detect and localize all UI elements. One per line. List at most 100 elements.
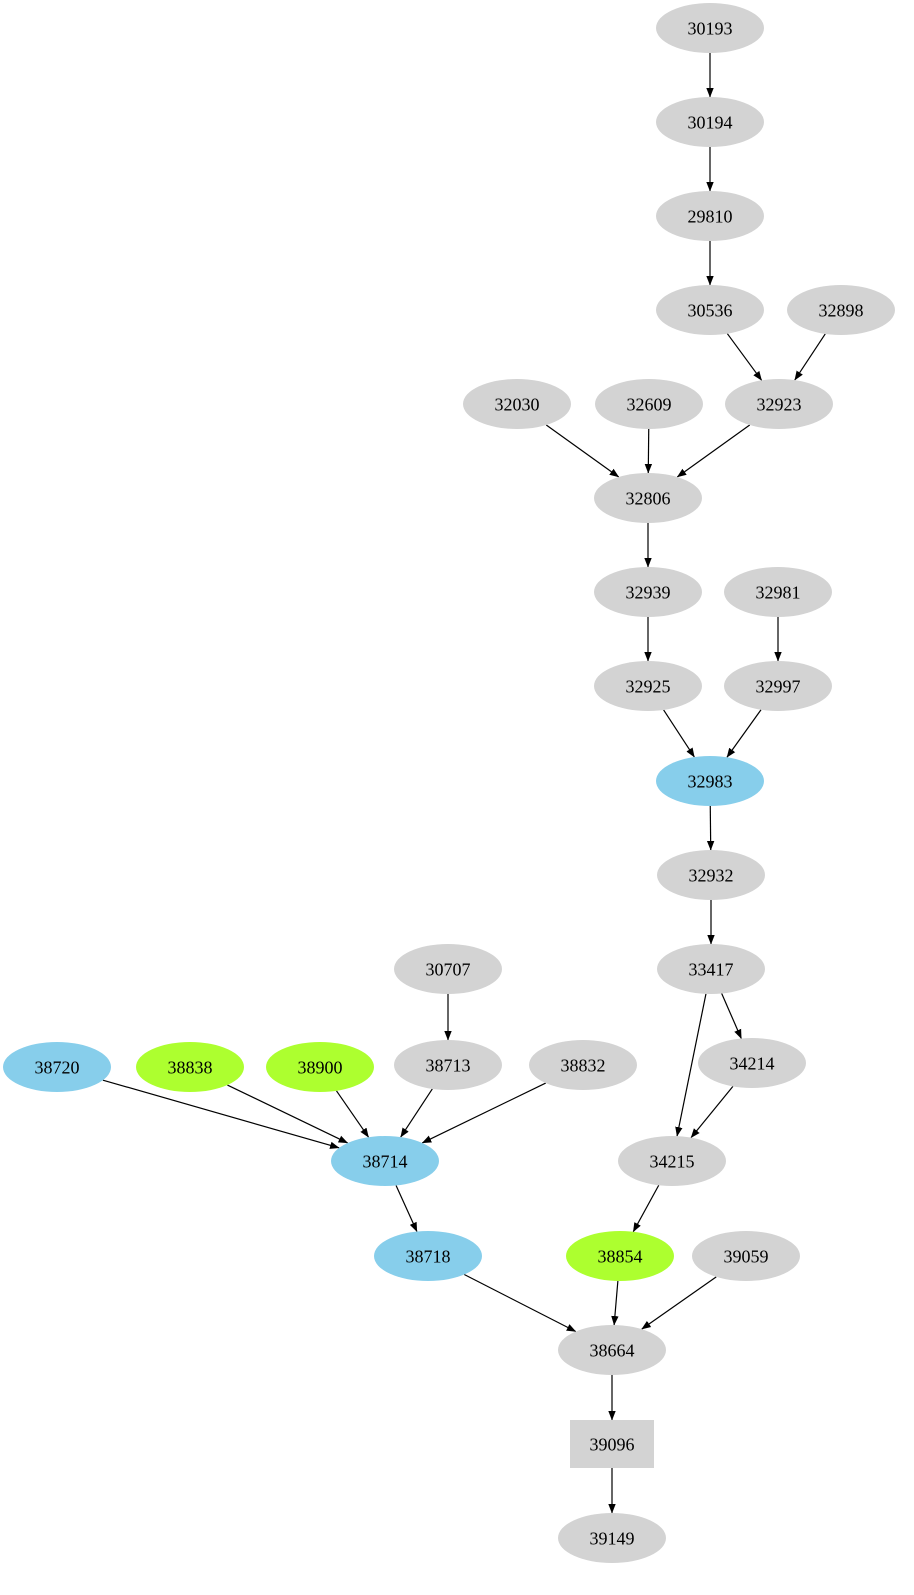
node-ellipse-38718 (374, 1231, 482, 1281)
node-label-38854: 38854 (598, 1246, 643, 1266)
node-32609: 32609 (595, 379, 703, 429)
node-ellipse-38714 (331, 1136, 439, 1186)
node-ellipse-38854 (566, 1231, 674, 1281)
node-33417: 33417 (657, 944, 765, 994)
edge-32925-32983 (663, 709, 695, 758)
node-label-38664: 38664 (590, 1340, 635, 1360)
node-32806: 32806 (594, 473, 702, 523)
node-38664: 38664 (558, 1325, 666, 1375)
node-label-38713: 38713 (426, 1055, 471, 1075)
node-38900: 38900 (266, 1042, 374, 1092)
edge-38854-38664 (611, 1280, 619, 1326)
node-39149: 39149 (558, 1513, 666, 1563)
edge-39059-38664 (641, 1276, 717, 1330)
node-ellipse-38664 (558, 1325, 666, 1375)
edge-38900-38714 (335, 1090, 370, 1138)
node-ellipse-34214 (698, 1038, 806, 1088)
node-label-32898: 32898 (819, 300, 864, 320)
node-30193: 30193 (656, 3, 764, 53)
node-label-32939: 32939 (626, 582, 671, 602)
node-box-39096 (570, 1420, 654, 1468)
node-32997: 32997 (724, 661, 832, 711)
node-label-32806: 32806 (626, 488, 671, 508)
node-ellipse-32925 (594, 661, 702, 711)
node-34215: 34215 (618, 1136, 726, 1186)
node-ellipse-39149 (558, 1513, 666, 1563)
node-ellipse-38900 (266, 1042, 374, 1092)
node-ellipse-38720 (3, 1042, 111, 1092)
edge-30536-32923 (726, 333, 763, 381)
node-ellipse-39059 (692, 1231, 800, 1281)
node-label-29810: 29810 (688, 206, 733, 226)
node-label-32925: 32925 (626, 676, 671, 696)
node-label-38718: 38718 (406, 1246, 451, 1266)
node-32981: 32981 (724, 567, 832, 617)
edge-38838-38714 (227, 1084, 349, 1144)
node-label-30707: 30707 (426, 959, 471, 979)
node-38854: 38854 (566, 1231, 674, 1281)
edge-38714-38718 (395, 1185, 418, 1232)
node-ellipse-32983 (656, 756, 764, 806)
node-ellipse-30193 (656, 3, 764, 53)
node-38713: 38713 (394, 1040, 502, 1090)
edge-32923-32806 (676, 424, 751, 478)
node-label-39149: 39149 (590, 1528, 635, 1548)
node-32983: 32983 (656, 756, 764, 806)
node-label-32609: 32609 (627, 394, 672, 414)
node-label-32983: 32983 (688, 771, 733, 791)
node-ellipse-32030 (463, 379, 571, 429)
node-label-32981: 32981 (756, 582, 801, 602)
node-ellipse-38838 (136, 1042, 244, 1092)
node-39096: 39096 (570, 1420, 654, 1468)
node-label-32997: 32997 (756, 676, 801, 696)
node-label-30193: 30193 (688, 18, 733, 38)
node-label-38714: 38714 (363, 1151, 408, 1171)
node-ellipse-32997 (724, 661, 832, 711)
node-label-39059: 39059 (724, 1246, 769, 1266)
node-ellipse-33417 (657, 944, 765, 994)
edge-34214-34215 (690, 1086, 734, 1139)
node-label-34214: 34214 (730, 1053, 775, 1073)
node-32898: 32898 (787, 285, 895, 335)
edge-33417-34214 (721, 993, 742, 1039)
node-30707: 30707 (394, 944, 502, 994)
node-32925: 32925 (594, 661, 702, 711)
node-39059: 39059 (692, 1231, 800, 1281)
node-label-38832: 38832 (561, 1055, 606, 1075)
edge-38832-38714 (421, 1082, 546, 1144)
node-label-30536: 30536 (688, 300, 733, 320)
node-label-32030: 32030 (495, 394, 540, 414)
node-32939: 32939 (594, 567, 702, 617)
node-ellipse-34215 (618, 1136, 726, 1186)
node-label-38900: 38900 (298, 1057, 343, 1077)
node-ellipse-38713 (394, 1040, 502, 1090)
node-label-38838: 38838 (168, 1057, 213, 1077)
edge-38720-38714 (102, 1079, 340, 1149)
node-ellipse-38832 (529, 1040, 637, 1090)
edge-32898-32923 (794, 333, 826, 381)
edge-32997-32983 (726, 709, 762, 758)
node-38838: 38838 (136, 1042, 244, 1092)
node-ellipse-32609 (595, 379, 703, 429)
edge-38718-38664 (463, 1273, 577, 1333)
node-29810: 29810 (656, 191, 764, 241)
node-ellipse-32981 (724, 567, 832, 617)
edge-33417-34215 (675, 993, 707, 1137)
graph-edges (102, 53, 826, 1514)
node-label-39096: 39096 (590, 1434, 635, 1454)
node-ellipse-30707 (394, 944, 502, 994)
node-ellipse-30194 (656, 97, 764, 147)
node-38718: 38718 (374, 1231, 482, 1281)
node-38714: 38714 (331, 1136, 439, 1186)
node-label-38720: 38720 (35, 1057, 80, 1077)
node-34214: 34214 (698, 1038, 806, 1088)
node-ellipse-32898 (787, 285, 895, 335)
edge-32030-32806 (545, 424, 620, 478)
node-label-34215: 34215 (650, 1151, 695, 1171)
node-32932: 32932 (657, 850, 765, 900)
edge-38713-38714 (400, 1088, 433, 1138)
node-label-32932: 32932 (689, 865, 734, 885)
